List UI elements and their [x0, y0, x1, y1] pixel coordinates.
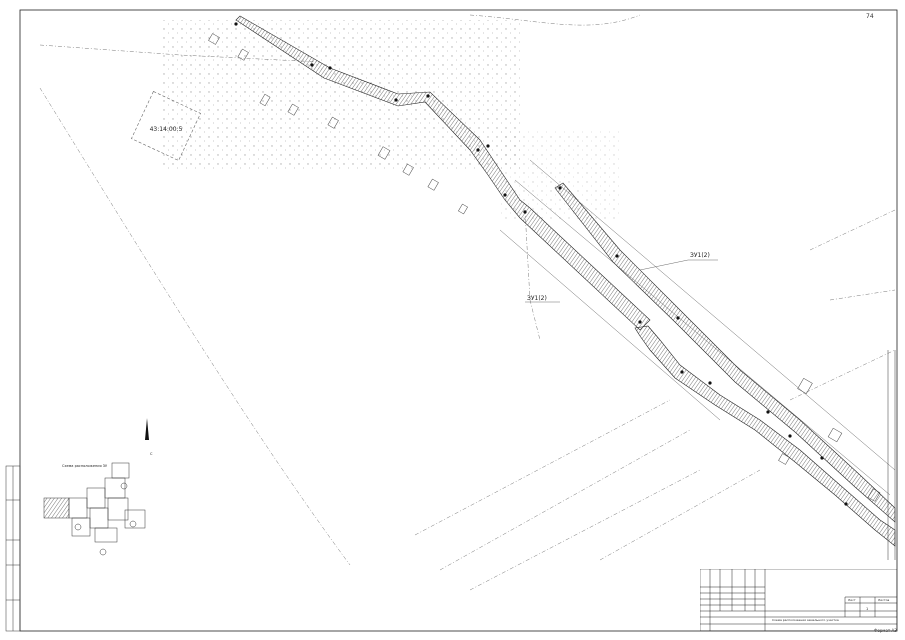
left-binding-strip	[5, 465, 21, 632]
parcel-label-zu1-upper: ЗУ1(2)	[690, 252, 710, 259]
title-block-stamp: Лист Листов 1 Схема расположения земельн…	[700, 569, 897, 631]
parcel-label-lower-group: ЗУ1(2)	[525, 295, 560, 303]
road-corridor-lower	[634, 325, 896, 547]
north-arrow-label: С	[150, 452, 153, 456]
turning-points	[234, 22, 848, 506]
sheet-index-inset: Схема расположения ЗУ	[43, 462, 146, 556]
stamp-sheets-label: Листов	[878, 598, 889, 602]
building-outline: 43:14:00:5	[131, 91, 201, 161]
sheet-format-code: Формат А3	[874, 628, 897, 633]
page-number: 74	[866, 13, 874, 20]
north-arrow: С	[145, 418, 153, 456]
stamp-sheet-number: 1	[866, 607, 868, 611]
small-structures	[208, 33, 881, 502]
right-margin-strip	[887, 350, 896, 560]
road-corridor-upper	[235, 15, 651, 331]
stamp-title: Схема расположения земельного участка	[772, 618, 839, 622]
parcel-label-upper-group: ЗУ1(2)	[639, 252, 718, 271]
terrain-dotted-area	[160, 20, 520, 170]
corridor-guide-lines	[499, 159, 896, 496]
inset-title: Схема расположения ЗУ	[62, 464, 108, 468]
stamp-sheet-label: Лист	[848, 598, 856, 602]
parcel-boundaries	[39, 14, 896, 591]
parcel-label-building: 43:14:00:5	[150, 126, 183, 133]
sheet-frame	[19, 9, 898, 632]
parcel-label-zu1-lower: ЗУ1(2)	[527, 295, 547, 302]
